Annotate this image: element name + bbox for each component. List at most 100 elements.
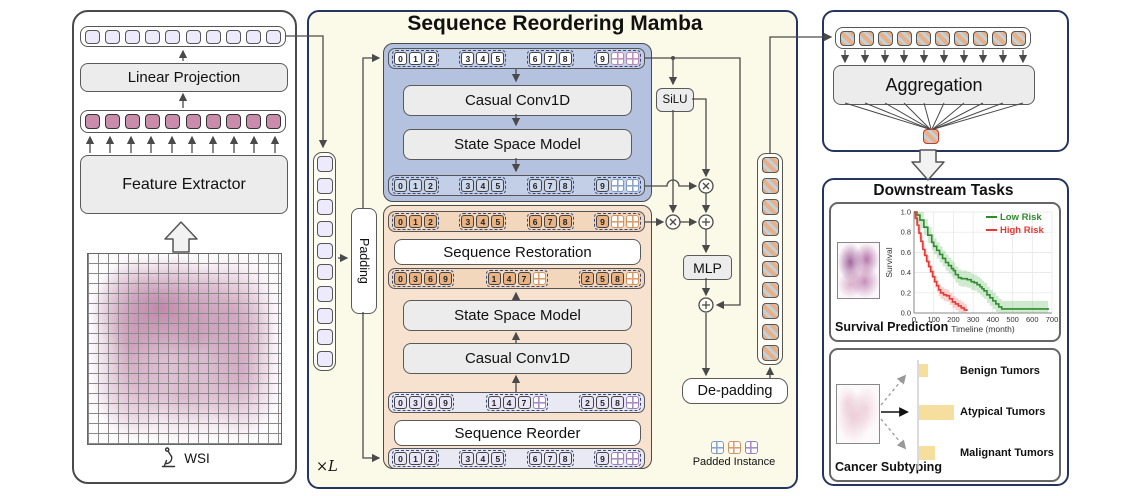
token: 7 — [517, 396, 531, 409]
token: 2 — [424, 215, 437, 228]
token — [316, 329, 333, 346]
token: 6 — [528, 452, 542, 465]
token: 9 — [439, 272, 452, 285]
token — [761, 240, 779, 257]
token: 0 — [394, 272, 407, 285]
token — [761, 219, 779, 236]
token: 6 — [424, 396, 437, 409]
patch-feature-row — [80, 110, 286, 133]
mlp-label: MLP — [693, 259, 722, 276]
token-group: 9 — [593, 450, 641, 467]
token — [761, 303, 779, 320]
token: 5 — [491, 215, 505, 228]
output-token-column — [757, 153, 783, 365]
token: 8 — [611, 396, 624, 409]
token: 1 — [409, 52, 422, 65]
token: 5 — [491, 52, 505, 65]
token: 2 — [424, 179, 437, 192]
x-tick-label: 200 — [947, 315, 960, 324]
feature-extractor-box: Feature Extractor — [80, 155, 288, 214]
silu-label: SiLU — [662, 94, 688, 106]
token — [878, 30, 893, 46]
sequence-restoration-label: Sequence Restoration — [443, 243, 592, 261]
token-group: 9 — [593, 50, 641, 67]
padded-token — [625, 52, 639, 65]
wsi-thumbnail — [87, 253, 282, 445]
blue-conv-label: Casual Conv1D — [464, 92, 571, 109]
token: 3 — [409, 272, 422, 285]
token: 4 — [476, 179, 490, 192]
token: 4 — [476, 452, 490, 465]
token — [840, 30, 855, 46]
down-arrow-icon — [911, 149, 945, 181]
linear-projection-box: Linear Projection — [80, 63, 288, 92]
token — [185, 114, 201, 129]
token: 7 — [543, 452, 557, 465]
token: 2 — [581, 272, 594, 285]
token — [316, 264, 333, 281]
survival-curve — [914, 211, 1049, 310]
loop-count-label: ×L — [316, 459, 338, 475]
orange-conv-label: Casual Conv1D — [464, 350, 571, 367]
token — [859, 30, 874, 46]
token: 6 — [528, 179, 542, 192]
padded-token — [626, 396, 639, 409]
x-tick-label: 300 — [967, 315, 980, 324]
padded-token — [532, 272, 546, 285]
token — [761, 324, 779, 340]
legend-label: High Risk — [1000, 225, 1045, 236]
linear-projection-label: Linear Projection — [127, 69, 241, 86]
y-tick-label: 0.6 — [901, 248, 911, 257]
wsi-caption: WSI — [120, 447, 250, 469]
subtype-label: Benign Tumors — [960, 365, 1040, 377]
blue-ssm-label: State Space Model — [454, 136, 581, 153]
token-group: 9 — [593, 177, 641, 194]
legend-label: Low Risk — [1000, 212, 1042, 223]
token — [1011, 30, 1026, 46]
token: 6 — [424, 272, 437, 285]
token — [761, 198, 779, 215]
confidence-band — [914, 212, 967, 313]
token: 5 — [491, 452, 505, 465]
mamba-title: Sequence Reordering Mamba — [407, 12, 703, 35]
token: 7 — [543, 52, 557, 65]
input-token-column — [313, 152, 336, 371]
token — [145, 114, 161, 129]
token: 9 — [595, 52, 609, 65]
token — [935, 30, 950, 46]
token: 1 — [409, 179, 422, 192]
token — [761, 282, 779, 299]
orange-ssm-label: State Space Model — [454, 307, 581, 324]
token — [105, 29, 121, 44]
token — [205, 29, 221, 44]
token — [245, 114, 261, 129]
token: 3 — [461, 215, 475, 228]
wsi-label: WSI — [184, 450, 210, 466]
token: 8 — [558, 52, 572, 65]
token: 8 — [558, 452, 572, 465]
microscope-icon — [162, 447, 176, 468]
token — [897, 30, 912, 46]
token: 1 — [409, 452, 422, 465]
token: 7 — [517, 272, 531, 285]
token — [316, 242, 333, 259]
embedding-token-row — [80, 26, 286, 47]
subtype-bar — [919, 446, 935, 460]
y-axis-label: Survival — [884, 247, 894, 277]
aggregation-box: Aggregation — [833, 65, 1035, 105]
token: 4 — [502, 272, 516, 285]
y-tick-label: 0.8 — [901, 228, 911, 237]
